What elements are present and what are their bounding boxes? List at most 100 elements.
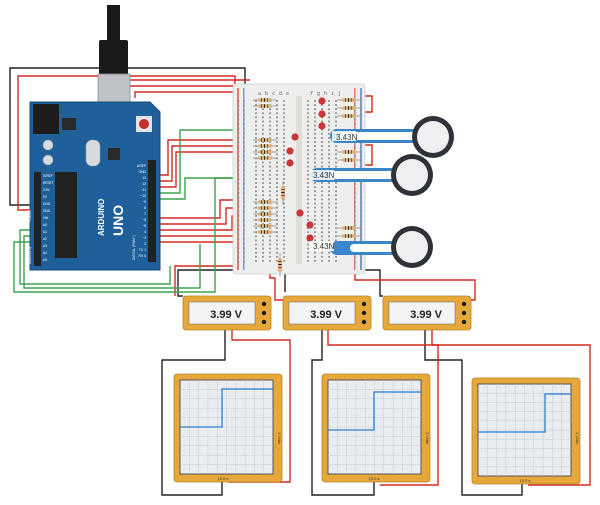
breadboard-hole xyxy=(262,173,264,176)
wire-black[interactable] xyxy=(360,269,383,297)
breadboard-hole xyxy=(269,227,271,229)
wire-black[interactable] xyxy=(424,328,523,496)
wire-red[interactable] xyxy=(360,144,373,166)
oscilloscope[interactable]: 1 V/div 10.0 s xyxy=(321,373,431,483)
led-red[interactable] xyxy=(318,122,326,130)
breadboard-rail-hole xyxy=(237,155,240,157)
wire-green[interactable] xyxy=(152,129,250,194)
breadboard-hole xyxy=(321,120,323,123)
led-red[interactable] xyxy=(286,159,294,167)
breadboard-hole xyxy=(321,202,323,205)
arduino-uno-board[interactable]: ARDUINO UNO DIGITAL (PWM~) POWER ANALOG … xyxy=(28,5,161,271)
force-sensor[interactable]: 3.43N xyxy=(330,116,454,158)
led-red[interactable] xyxy=(306,234,314,242)
breadboard-hole xyxy=(307,173,309,176)
breadboard-hole xyxy=(255,210,257,213)
led-red[interactable] xyxy=(306,221,314,229)
breadboard-hole xyxy=(262,190,264,193)
breadboard-hole xyxy=(255,194,257,197)
wire-red[interactable] xyxy=(152,145,250,182)
breadboard-rail-hole xyxy=(243,233,245,236)
multimeter-terminal[interactable] xyxy=(461,301,467,307)
breadboard-hole xyxy=(307,255,309,258)
breadboard-hole xyxy=(283,206,285,209)
wire-green[interactable] xyxy=(23,235,201,289)
breadboard-hole xyxy=(269,120,271,123)
wire-black[interactable] xyxy=(177,269,238,297)
breadboard-hole xyxy=(283,120,285,123)
multimeter-terminal[interactable] xyxy=(361,319,367,325)
multimeter-terminal[interactable] xyxy=(361,310,367,316)
wire-red[interactable] xyxy=(121,79,250,98)
breadboard-rail-hole xyxy=(354,164,356,167)
breadboard-hole xyxy=(269,173,271,176)
breadboard-hole xyxy=(255,198,257,201)
breadboard-hole xyxy=(276,157,278,160)
wire-red[interactable] xyxy=(134,91,252,98)
multimeter[interactable]: 3.99 V xyxy=(382,295,472,331)
resistor-band xyxy=(261,104,262,108)
digital-pin-label: AREF xyxy=(137,164,146,168)
breadboard-hole xyxy=(255,178,257,180)
breadboard-hole xyxy=(262,153,264,156)
breadboard-hole xyxy=(335,182,337,184)
breadboard-hole xyxy=(255,112,257,115)
breadboard-hole xyxy=(283,251,285,254)
breadboard-hole xyxy=(276,243,278,246)
force-sensor[interactable]: 3.43N xyxy=(310,154,433,196)
breadboard-rail-hole xyxy=(243,206,245,208)
breadboard-hole xyxy=(307,137,309,139)
wire-black[interactable] xyxy=(161,328,226,496)
multimeter[interactable]: 3.99 V xyxy=(282,295,372,331)
multimeter-reading: 3.99 V xyxy=(410,309,442,321)
led-red[interactable] xyxy=(296,209,304,217)
breadboard-hole xyxy=(262,194,264,197)
multimeter-terminal[interactable] xyxy=(261,310,267,316)
breadboard-hole xyxy=(262,255,264,258)
multimeter-terminal[interactable] xyxy=(261,319,267,325)
wire-red[interactable] xyxy=(360,95,373,113)
wire-black[interactable] xyxy=(311,328,375,496)
multimeter-terminal[interactable] xyxy=(461,310,467,316)
breadboard-hole xyxy=(283,231,285,234)
breadboard-hole xyxy=(314,198,316,201)
breadboard-hole xyxy=(328,182,330,184)
breadboard-rail-hole xyxy=(360,123,362,125)
led-red[interactable] xyxy=(286,147,294,155)
led-red[interactable] xyxy=(291,133,299,141)
breadboard-rail-hole xyxy=(237,215,240,217)
breadboard-rail-hole xyxy=(243,137,245,139)
breadboard-hole xyxy=(255,128,257,131)
resistor-band xyxy=(264,206,265,210)
breadboard-hole xyxy=(321,137,323,139)
breadboard-rail-hole xyxy=(360,215,362,217)
wire-red[interactable] xyxy=(152,151,250,188)
breadboard-rail-hole xyxy=(243,100,245,102)
power-jack[interactable] xyxy=(33,104,59,134)
multimeter-terminal[interactable] xyxy=(361,301,367,307)
digital-pin-label: ~9 xyxy=(142,200,146,204)
arduino-model: UNO xyxy=(110,205,126,236)
wire-green[interactable] xyxy=(19,229,171,285)
breadboard-hole xyxy=(321,198,323,201)
oscilloscope[interactable]: 1 V/div 10.0 s xyxy=(173,373,283,483)
breadboard-rail-hole xyxy=(237,252,240,254)
wire-black[interactable] xyxy=(9,67,246,206)
multimeter-terminal[interactable] xyxy=(461,319,467,325)
led-red[interactable] xyxy=(318,97,326,105)
breadboard-hole xyxy=(262,124,264,127)
breadboard-hole xyxy=(314,227,316,229)
breadboard-hole xyxy=(283,227,285,229)
breadboard-hole xyxy=(321,223,323,225)
multimeter-terminal[interactable] xyxy=(261,301,267,307)
breadboard-rail-hole xyxy=(360,238,362,240)
led-red[interactable] xyxy=(318,110,326,118)
wire-green[interactable] xyxy=(13,177,250,293)
breadboard-rail-hole xyxy=(243,238,245,240)
oscilloscope[interactable]: 1 V/div 10.0 s xyxy=(471,377,581,485)
force-sensor[interactable]: 3.43N xyxy=(310,226,433,268)
wire-red[interactable] xyxy=(431,328,591,486)
resistor-band xyxy=(348,150,349,154)
multimeter[interactable]: 3.99 V xyxy=(182,295,272,331)
